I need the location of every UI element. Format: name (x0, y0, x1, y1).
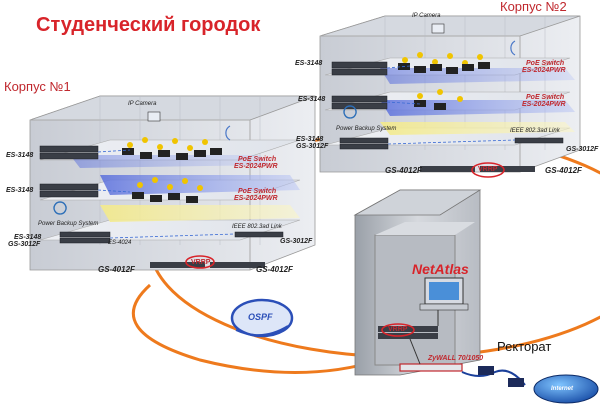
building-1-switch-gs3012f-left: GS-3012F (8, 241, 41, 248)
building-2-ip-camera: IP Camera (412, 13, 441, 19)
building-1-es4024: ES-4024 (108, 240, 132, 246)
building-2-vrrp-label: VRRP (478, 166, 498, 173)
building-2-switch-es3148-b: ES-3148 (298, 96, 326, 103)
netatlas-label: NetAtlas (412, 261, 469, 277)
building-2 (319, 15, 581, 178)
building-1-poe-mid-model: ES-2024PWR (234, 195, 278, 202)
ospf-label: OSPF (248, 312, 273, 322)
building-2-gs4012f-right: GS-4012F (545, 166, 582, 175)
building-1-poe-mid: PoE Switch (238, 188, 277, 195)
building-2-power-backup: Power Backup System (336, 126, 397, 132)
building-1-poe-top: PoE Switch (238, 156, 277, 163)
page-title: Студенческий городок (36, 14, 261, 36)
building-2-switch-es3148-a: ES-3148 (295, 60, 323, 67)
rectorate-tower (353, 189, 482, 376)
building-2-poe-top-model: ES-2024PWR (522, 67, 566, 74)
building-1 (29, 95, 316, 271)
building-1-poe-top-model: ES-2024PWR (234, 163, 278, 170)
building-1-switch-es3148-b: ES-3148 (6, 187, 34, 194)
zywall-label: ZyWALL 70/1050 (428, 355, 484, 362)
internet-label: Internet (551, 386, 574, 392)
building-1-title: Корпус №1 (4, 79, 71, 94)
building-2-ieee-link: IEEE 802.3ad Link (510, 128, 560, 134)
building-2-poe-top: PoE Switch (526, 60, 565, 67)
building-2-title: Корпус №2 (500, 0, 567, 14)
building-1-power-backup: Power Backup System (38, 221, 99, 227)
building-1-gs4012f-left: GS-4012F (98, 265, 135, 274)
building-2-switch-es3148-c: ES-3148 (296, 136, 324, 143)
building-1-gs3012f-right: GS-3012F (280, 238, 313, 245)
building-2-poe-mid: PoE Switch (526, 94, 565, 101)
building-1-switch-es3148-c: ES-3148 (14, 234, 42, 241)
building-2-gs3012f-right: GS-3012F (566, 146, 599, 153)
internet-globe (533, 374, 599, 404)
rectorate-title: Ректорат (497, 339, 552, 354)
building-1-switch-es3148-a: ES-3148 (6, 152, 34, 159)
building-1-ip-camera: IP Camera (128, 101, 157, 107)
rectorate-vrrp-label: VRRP (388, 326, 408, 333)
building-2-switch-gs3012f-left: GS-3012F (296, 143, 329, 150)
building-1-gs4012f-right: GS-4012F (256, 265, 293, 274)
building-2-gs4012f-left: GS-4012F (385, 166, 422, 175)
building-2-poe-mid-model: ES-2024PWR (522, 101, 566, 108)
building-1-vrrp-label: VRRP (191, 259, 211, 266)
building-1-ieee-link: IEEE 802.3ad Link (232, 224, 282, 230)
ring-link-left (131, 283, 381, 374)
